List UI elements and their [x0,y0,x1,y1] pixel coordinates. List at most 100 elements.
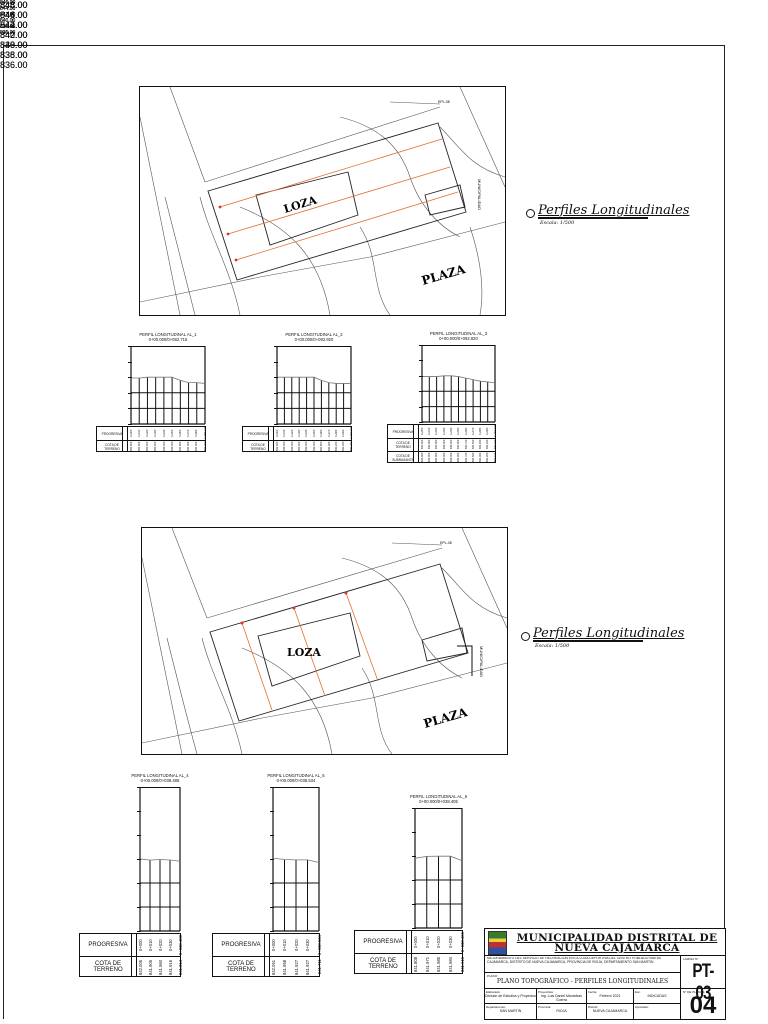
field-value: INDICADAS [647,994,667,998]
chart-title-text: PERFIL LONGITUDINAL AL_4 [131,773,189,778]
legend-title: Perfiles Longitudinales [538,203,690,218]
y-tick-mark [270,859,274,860]
table-row-label: PROGRESIVA [388,425,418,439]
table-cell: 841.300 [327,441,331,452]
table-cell: 841.600 [320,441,324,452]
table-cell: 841.900 [435,439,439,450]
y-tick-mark [137,811,141,812]
y-tick-label: 844.00 [0,10,28,20]
y-tick-mark [419,422,423,423]
table-cell: 0+000 [275,429,279,438]
legend-perfiles-1: Perfiles Longitudinales Escala: 1/500 [522,203,689,229]
legend-title: Perfiles Longitudinales [533,626,685,641]
field-key: Distrito: [588,1005,599,1009]
label-contour: EPL-08 [440,541,452,545]
table-cell: 841.916 [167,959,173,975]
table-cell: 842.000 [312,441,316,452]
table-cell: 0+060 [464,427,468,436]
table-cell: 0+060 [320,429,324,438]
table-divider [269,440,351,441]
chart-subtitle-text: 0+00.000/0+092.920 [439,336,478,341]
y-tick-mark [412,832,416,833]
table-cell: 841.927 [293,959,299,975]
table-cell: 842.000 [449,439,453,450]
label-contour: EPL-08 [438,100,450,104]
title-field: Departamento:SAN MARTIN [485,1004,537,1019]
y-tick-label: 836.00 [0,30,16,36]
label-loza: LOZA [287,646,321,659]
y-tick-mark [274,408,278,410]
field-key: Esc: [635,990,641,994]
table-cell: 0+010 [428,427,431,436]
table-cell: 0+070 [327,429,331,438]
y-tick-mark [137,859,141,860]
y-tick-label: 840.00 [0,18,16,24]
table-cell: 841.615 [459,956,465,972]
table-cell: 842.006 [137,959,143,975]
table-cell: 0+060 [179,429,183,438]
table-cell: 0+020 [436,936,442,948]
table-cell: 841.971 [424,956,430,972]
table-row-label: COTA DE TERRENO [368,958,398,970]
table-cell: 841.500 [471,452,475,463]
table-cell: 841.200 [486,439,490,450]
y-tick-label: 836.00 [0,30,16,36]
table-cell: 841.711 [316,959,322,975]
table-cell: 0+020 [157,939,163,951]
table-cell: 0+080 [479,427,483,436]
table-cell: 841.960 [157,959,163,975]
table-cell: 0+070 [471,427,475,436]
table-row-label: PROGRESIVA [97,427,127,441]
sheet-number: 04 [689,992,717,1019]
table-cell: 841.927 [305,959,311,975]
field-value: SAN MARTIN [499,1009,522,1013]
title-block: MUNICIPALIDAD DISTRITAL DE NUEVA CAJAMAR… [484,928,726,1020]
field-value: NUEVA CAJAMARCA [592,1009,628,1013]
chart-subtitle-text: 0+00.000/0+038.534 [276,778,316,783]
table-cell: 842.000 [442,439,446,450]
table-row-label: COTA DE TERRENO [226,961,256,973]
chart-subtitle-text: 0+00.000/0+038.405 [419,799,458,804]
y-tick-label: 846.00 [0,10,28,20]
municipality-logo-icon [488,931,507,955]
table-cell: 0+040 [305,429,309,438]
plan-drawing: LOZA PLAZA MUNICIPALIDAD EPL-08 [140,87,505,315]
y-tick-label: 846.00 [0,0,28,10]
y-tick-mark [137,907,141,908]
table-cell: 0+038.405 [459,932,465,952]
table-cell: 0+040 [162,429,166,438]
y-tick-mark [412,880,416,881]
y-tick-label: 846.00 [0,0,16,6]
y-tick-mark [412,928,416,929]
table-cell: 841.900 [457,452,461,463]
profile-plot [272,787,320,932]
y-tick-mark [128,361,132,363]
table-cell: 842.000 [146,441,150,452]
table-cell: 0+038.488 [177,935,183,955]
table-cell: 0+020 [146,429,150,438]
label-street: MUNICIPALIDAD [477,179,482,210]
table-cell: 0+010 [147,939,153,951]
profile-plot [139,787,181,932]
y-tick-label: 838.00 [0,50,28,60]
field-value: Ing. Luis Daniel Mantalvan Guerra [540,994,583,1002]
table-cell: 841.300 [195,441,199,452]
table-cell: 842.000 [297,441,301,452]
y-tick-mark [128,346,132,347]
y-tick-label: 838.00 [0,50,28,60]
plan-label: PLANO: [487,974,499,978]
y-tick-mark [137,835,141,836]
table-cell: 841.700 [464,439,468,450]
municipality-name-line1: MUNICIPALIDAD DISTRITAL DE [516,932,718,944]
y-tick-mark [137,931,141,932]
sheet-number-box: N° DE PLANOS: 04 [681,989,725,1019]
table-cell: 841.600 [179,441,183,452]
title-block-fields: Elaborado:División de Estudios y Proyect… [485,989,681,1019]
